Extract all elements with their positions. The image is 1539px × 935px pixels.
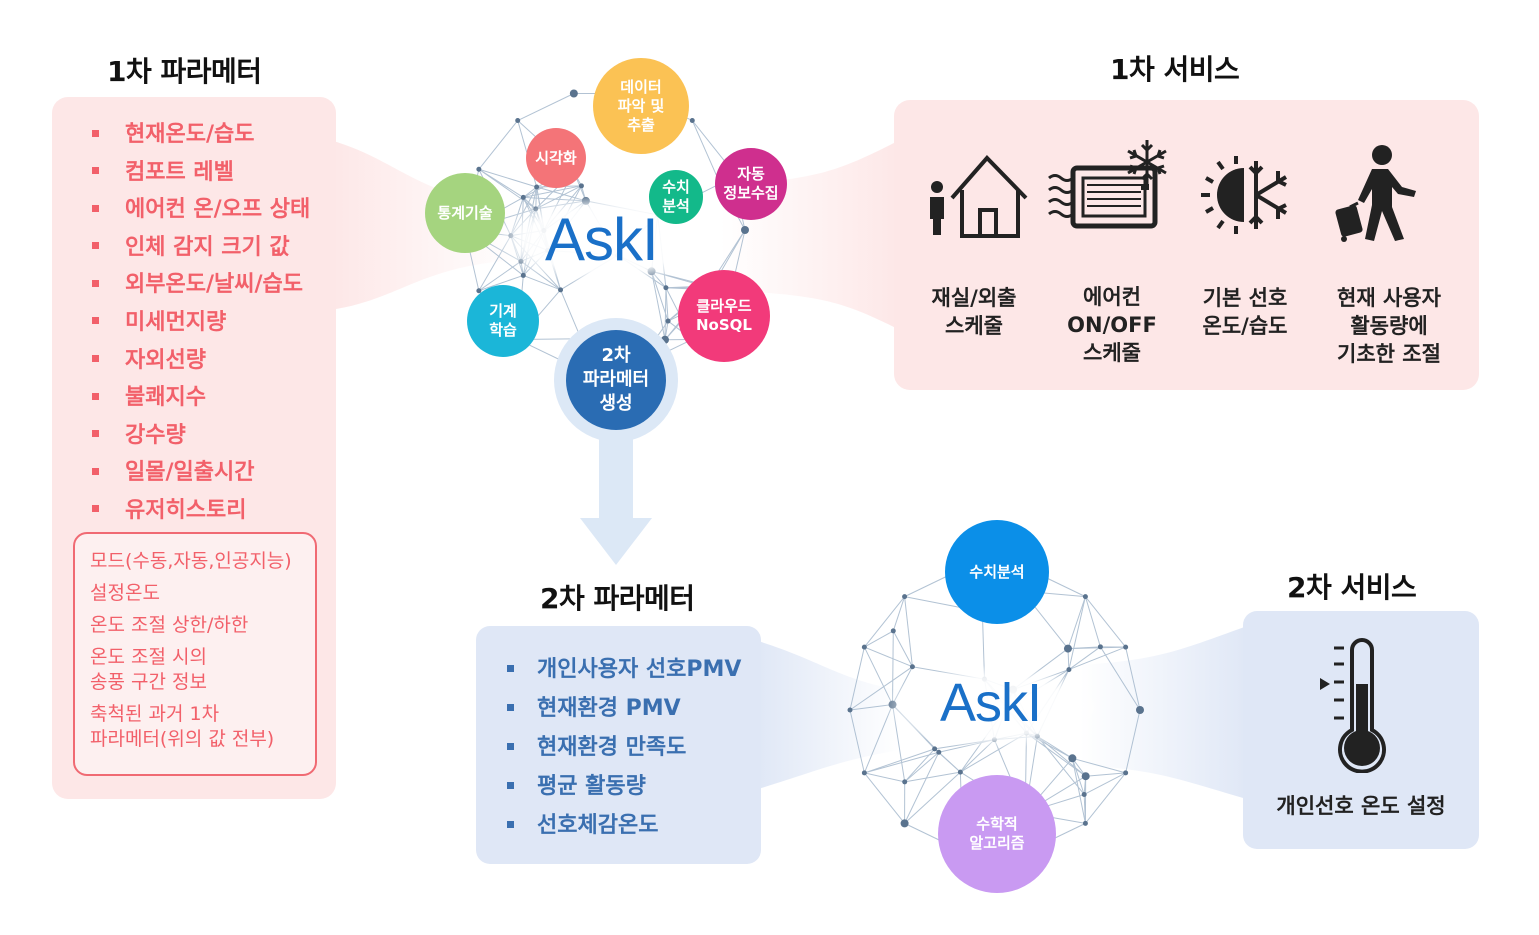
flow-left-to-engine (330, 140, 520, 310)
list-item: 불쾌지수 (92, 379, 310, 417)
heading-primary-services: 1차 서비스 (1110, 53, 1240, 86)
secondary-params-panel (476, 626, 761, 864)
list-item: 개인사용자 선호PMV (507, 650, 741, 689)
list-item: 선호체감온도 (507, 806, 741, 845)
list-item: 에어컨 온/오프 상태 (92, 191, 310, 229)
flow-engine-to-service2 (1080, 625, 1250, 800)
heading-secondary-params: 2차 파라메터 (540, 582, 695, 615)
secondary-params-list: 개인사용자 선호PMV 현재환경 PMV 현재환경 만족도 평균 활동량 선호체… (507, 650, 741, 845)
bubble-numeric-top: 수치 분석 (649, 170, 703, 224)
service-label-preferred-temp: 기본 선호 온도/습도 (1202, 286, 1288, 338)
list-item: 인체 감지 크기 값 (92, 229, 310, 267)
bubble-numeric-bottom: 수치분석 (945, 520, 1049, 624)
list-item: 평균 활동량 (507, 767, 741, 806)
list-item: 컴포트 레벨 (92, 154, 310, 192)
bubble-math-algorithm: 수학적 알고리즘 (938, 775, 1056, 893)
bubble-auto-collect: 자동 정보수집 (715, 148, 787, 220)
home-presence-icon (930, 155, 1028, 238)
bubble-ml: 기계 학습 (467, 285, 539, 357)
bubble-stat: 통계기술 (425, 173, 505, 253)
walking-traveler-icon (1335, 145, 1416, 242)
heading-primary-params: 1차 파라메터 (107, 55, 262, 88)
sub-item-setpoint: 설정온도 (90, 582, 160, 604)
service2-label: 개인선호 온도 설정 (1276, 794, 1446, 818)
askl-logo-top: AskI (545, 206, 659, 273)
list-item: 현재환경 PMV (507, 689, 741, 728)
heading-secondary-services: 2차 서비스 (1287, 571, 1417, 604)
service-label-activity-control: 현재 사용자 활동량에 기초한 조절 (1337, 286, 1441, 366)
list-item: 일몰/일출시간 (92, 454, 310, 492)
list-item: 미세먼지량 (92, 304, 310, 342)
sun-snowflake-icon (1201, 156, 1288, 234)
bubble-cloud: 클라우드 NoSQL (678, 270, 770, 362)
sub-item-mode: 모드(수동,자동,인공지능) (90, 550, 292, 572)
service-label-aircon-schedule: 에어컨 ON/OFF 스케줄 (1067, 285, 1157, 365)
list-item: 외부온도/날씨/습도 (92, 266, 310, 304)
sub-item-fan-range: 온도 조절 시의 송풍 구간 정보 (90, 646, 207, 693)
list-item: 유저히스토리 (92, 492, 310, 530)
sub-item-history: 축척된 과거 1차 파라메터(위의 값 전부) (90, 703, 275, 750)
bubble-visualize: 시각화 (526, 128, 586, 188)
list-item: 자외선량 (92, 342, 310, 380)
list-item: 현재온도/습도 (92, 116, 310, 154)
down-arrow-icon (580, 425, 652, 565)
list-item: 현재환경 만족도 (507, 728, 741, 767)
flow-params2-to-engine (755, 640, 900, 790)
service-label-presence: 재실/외출 스케줄 (931, 286, 1017, 338)
bubble-data-extract: 데이터 파악 및 추출 (593, 58, 689, 154)
primary-params-list: 현재온도/습도 컴포트 레벨 에어컨 온/오프 상태 인체 감지 크기 값 외부… (92, 116, 310, 530)
sub-item-limits: 온도 조절 상한/하한 (90, 614, 249, 636)
thermometer-icon (1320, 638, 1386, 773)
primary-params-sub-box (73, 532, 317, 776)
aircon-snowflake-icon (1048, 140, 1167, 229)
list-item: 강수량 (92, 417, 310, 455)
bubble-gen2: 2차 파라메터 생성 (566, 330, 666, 430)
askl-logo-bottom: AskI (940, 673, 1042, 733)
